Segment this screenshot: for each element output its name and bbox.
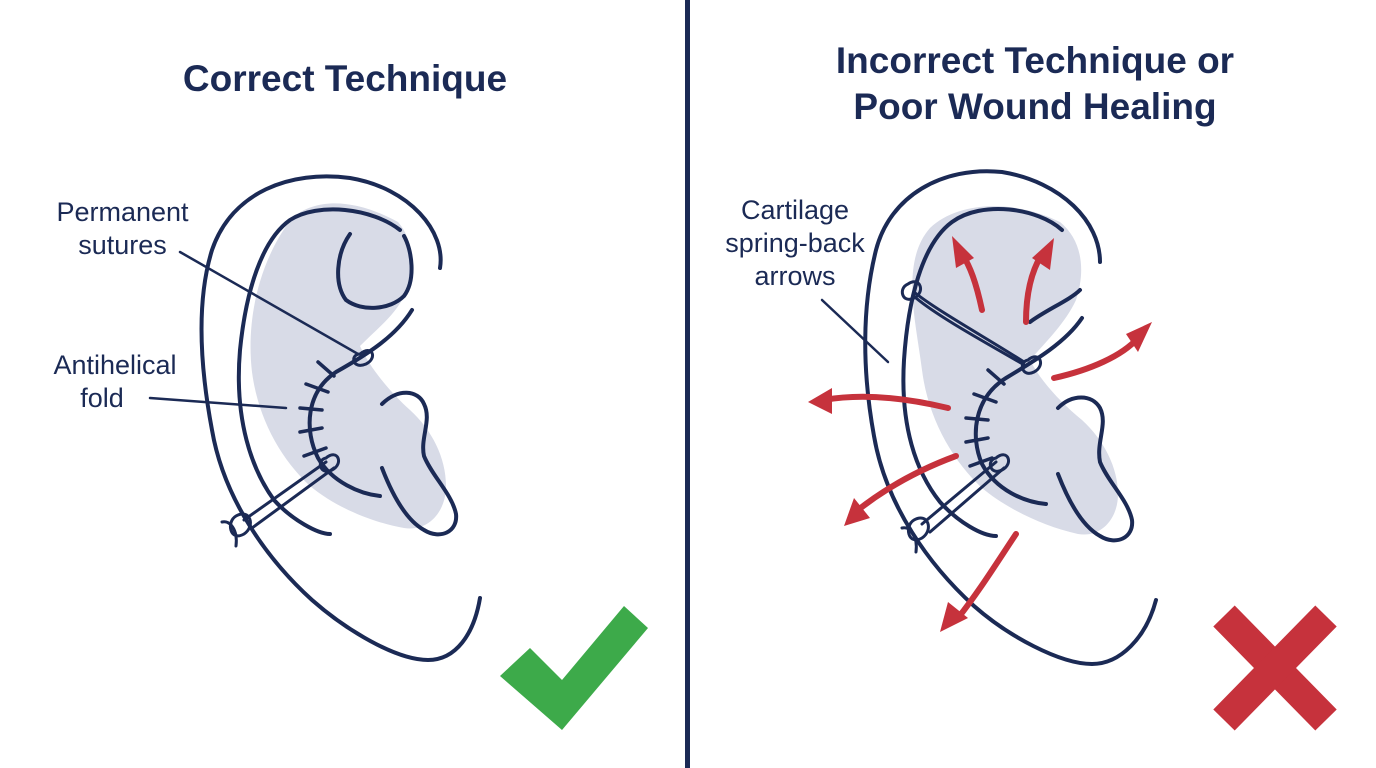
suture-stitches <box>298 360 336 458</box>
sutures-leader-line <box>178 250 360 356</box>
correct-ear-illustration <box>148 174 648 730</box>
left-panel-title: Correct Technique <box>182 58 508 99</box>
antihelix <box>307 308 414 498</box>
spring-back-arrows-label: Cartilage spring-back arrows <box>725 195 865 291</box>
arrow-down-left <box>855 453 959 513</box>
check-mark-icon <box>500 606 648 730</box>
arrows-leader-line <box>820 298 890 364</box>
outer-helix <box>199 174 482 662</box>
arrow-right <box>1051 335 1141 381</box>
permanent-sutures-label: Permanent sutures <box>56 197 189 260</box>
inner-helix <box>901 206 1064 538</box>
outer-helix <box>863 169 1158 666</box>
cross-mark-icon <box>1213 605 1337 731</box>
arrow-left <box>821 393 951 411</box>
arrow-heads <box>808 236 1152 632</box>
suture-stitches <box>964 368 1006 468</box>
tragus <box>1056 395 1135 543</box>
antihelical-fold-label: Antihelical fold <box>53 350 177 413</box>
suture-threads <box>220 349 375 548</box>
right-panel-title: Incorrect Technique or Poor Wound Healin… <box>835 40 1235 127</box>
panel-divider <box>685 0 690 768</box>
fold-leader-line <box>148 396 288 410</box>
inner-helix <box>236 207 402 536</box>
suture-threads <box>900 280 1043 554</box>
arrow-down <box>955 531 1019 621</box>
tragus <box>380 390 459 537</box>
upper-curl <box>336 232 414 310</box>
incorrect-ear-illustration <box>808 169 1337 731</box>
upper-curl <box>1028 288 1082 324</box>
